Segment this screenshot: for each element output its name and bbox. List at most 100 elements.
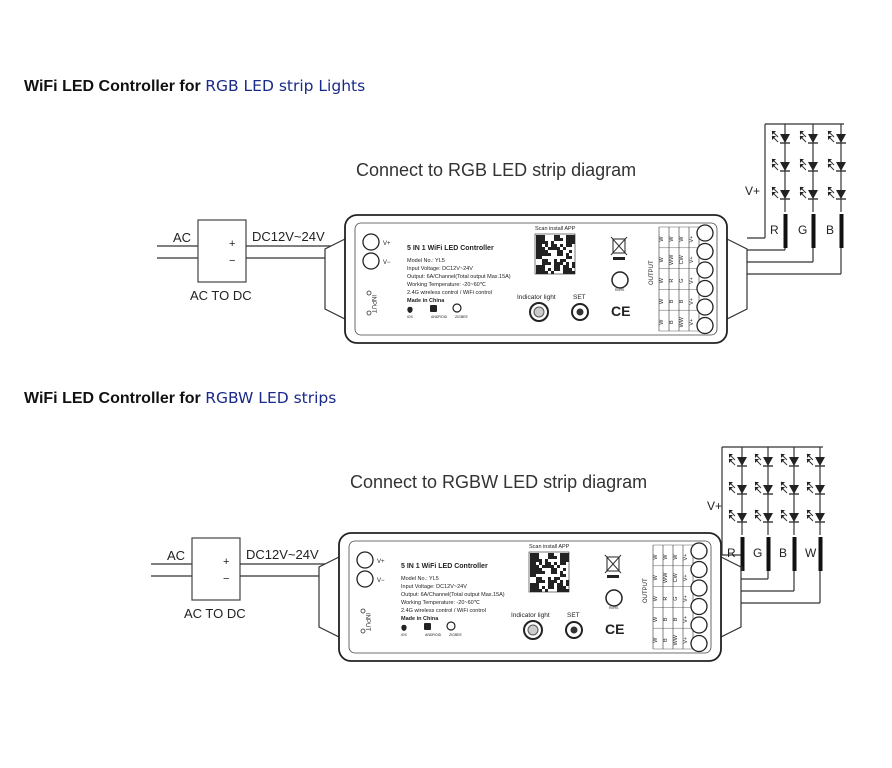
qr-module: [560, 589, 563, 592]
dc-label: DC12V~24V: [252, 229, 325, 244]
qr-module: [563, 556, 566, 559]
output-cell-label: CW: [673, 572, 679, 582]
qr-module: [554, 247, 557, 250]
ce-label: CE: [611, 303, 630, 319]
light-ray-icon: [772, 187, 776, 191]
output-terminal: [696, 242, 714, 261]
qr-module: [545, 565, 548, 568]
qr-module: [533, 571, 536, 574]
led-icon: [789, 485, 799, 494]
section1-heading-link[interactable]: RGB LED strip Lights: [205, 77, 366, 95]
light-ray-icon: [755, 487, 759, 491]
qr-module: [569, 256, 572, 259]
led-icon: [815, 485, 825, 494]
rohs-label: RoHS: [615, 288, 625, 292]
light-ray-icon: [729, 510, 733, 514]
qr-module: [557, 253, 560, 256]
qr-module: [545, 562, 548, 565]
strip-terminal: [811, 214, 816, 248]
led-icon: [780, 162, 790, 171]
light-ray-icon: [729, 482, 733, 486]
qr-module: [545, 271, 548, 274]
qr-module: [554, 265, 557, 268]
qr-module: [539, 253, 542, 256]
qr-module: [542, 253, 545, 256]
qr-module: [536, 577, 539, 580]
output-cell-label: W: [659, 256, 665, 262]
qr-module: [554, 238, 557, 241]
terminal-vminus-label: V−: [377, 578, 385, 584]
light-ray-icon: [828, 187, 832, 191]
qr-module: [566, 556, 569, 559]
light-ray-icon: [807, 510, 811, 514]
qr-module: [557, 583, 560, 586]
qr-module: [536, 589, 539, 592]
qr-module: [536, 556, 539, 559]
qr-module: [572, 262, 575, 265]
qr-module: [560, 238, 563, 241]
light-ray-icon: [772, 164, 776, 168]
section2-heading-link[interactable]: RGBW LED strips: [205, 389, 337, 407]
qr-module: [551, 241, 554, 244]
qr-module: [530, 571, 533, 574]
diagram-title: Connect to RGBW LED strip diagram: [350, 472, 647, 492]
spec-line: Input Voltage: DC12V~24V: [401, 584, 467, 590]
qr-module: [563, 259, 566, 262]
output-cell-label: G: [679, 278, 685, 282]
android-icon: [424, 623, 431, 630]
light-ray-icon: [781, 482, 785, 486]
adapter-label: AC TO DC: [184, 606, 246, 621]
qr-module: [572, 241, 575, 244]
output-terminal: [696, 279, 714, 298]
qr-module: [554, 577, 557, 580]
qr-module: [563, 586, 566, 589]
qr-module: [536, 235, 539, 238]
wire: [610, 236, 628, 256]
qr-module: [536, 247, 539, 250]
led-icon: [737, 457, 747, 466]
indicator-light-lens: [533, 306, 545, 318]
qr-module: [560, 580, 563, 583]
qr-module: [563, 574, 566, 577]
qr-module: [551, 244, 554, 247]
qr-module: [560, 244, 563, 247]
qr-module: [569, 235, 572, 238]
qr-module: [560, 262, 563, 265]
output-terminal: [690, 560, 708, 579]
output-cell-label: WW: [663, 572, 669, 583]
qr-module: [548, 556, 551, 559]
indicator-label: Indicator light: [511, 612, 550, 619]
qr-module: [542, 241, 545, 244]
rgbw-diagram: Connect to RGBW LED strip diagramAC+−AC …: [151, 446, 825, 662]
input-terminal: [362, 233, 380, 251]
ce-label: CE: [605, 621, 624, 637]
output-cell-label: V+: [689, 298, 695, 305]
qr-module: [536, 580, 539, 583]
qr-module: [545, 250, 548, 253]
rohs-icon: [611, 271, 629, 289]
strip-terminal: [818, 537, 823, 571]
qr-module: [542, 250, 545, 253]
output-cell-label: B: [679, 299, 685, 303]
channel-label-r: R: [770, 223, 779, 237]
app-icon-label: iOS: [407, 315, 414, 319]
qr-module: [569, 268, 572, 271]
qr-module: [560, 556, 563, 559]
light-ray-icon: [755, 510, 759, 514]
qr-module: [539, 247, 542, 250]
qr-module: [539, 568, 542, 571]
weee-bar-icon: [607, 575, 619, 578]
qr-module: [566, 241, 569, 244]
qr-module: [533, 565, 536, 568]
qr-module: [560, 586, 563, 589]
output-terminal: [696, 316, 714, 335]
output-cell-label: V+: [683, 616, 689, 623]
apple-icon: [401, 624, 407, 631]
qr-module: [542, 268, 545, 271]
qr-module: [551, 271, 554, 274]
qr-module: [533, 583, 536, 586]
qr-module: [566, 580, 569, 583]
led-icon: [836, 190, 846, 199]
qr-module: [539, 589, 542, 592]
rohs-label: RoHS: [609, 606, 619, 610]
